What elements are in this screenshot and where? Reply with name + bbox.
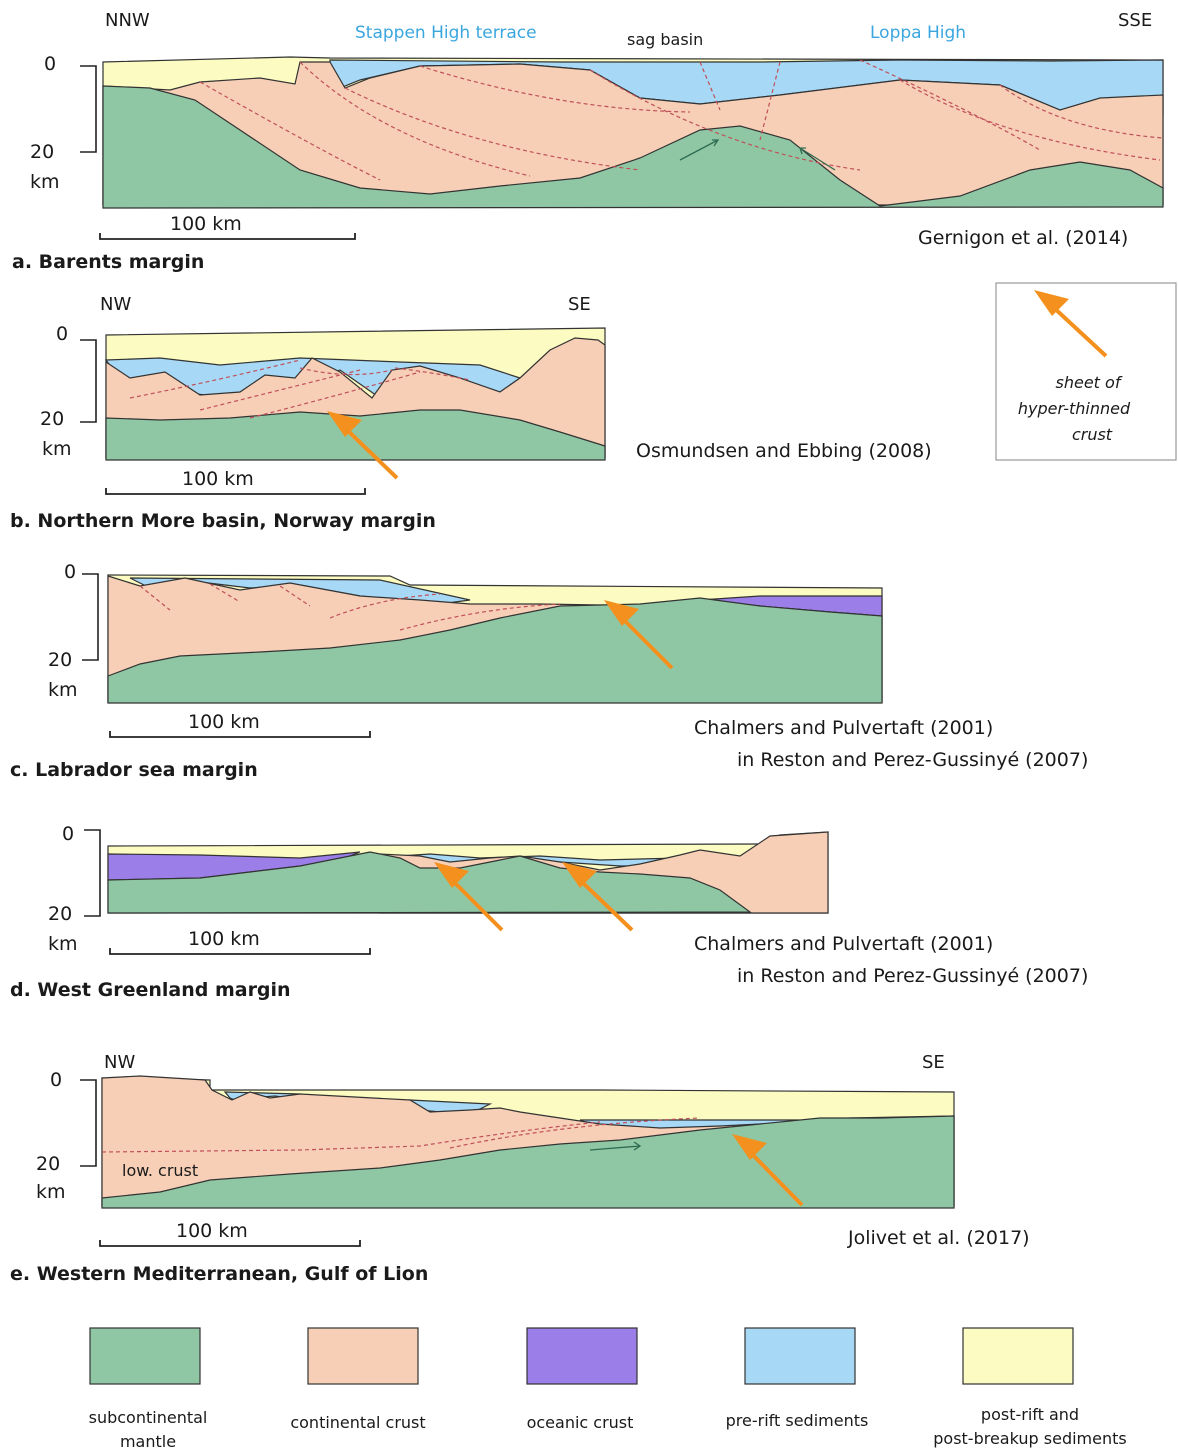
panel-c: 0 20 km 100 km Chalmers and Pulvertaft (… (10, 561, 1088, 781)
legend-label-oceanic-crust: oceanic crust (527, 1413, 634, 1432)
panel-b-title: b. Northern More basin, Norway margin (10, 510, 436, 532)
legend-swatch-mantle (89, 1327, 201, 1385)
panel-e-citation: Jolivet et al. (2017) (847, 1227, 1030, 1249)
panel-c-scale-label: 100 km (188, 711, 260, 733)
label-stappen-high-terrace: Stappen High terrace (355, 23, 537, 43)
panel-e-title: e. Western Mediterranean, Gulf of Lion (10, 1263, 428, 1285)
panel-c-depth-unit: km (48, 679, 78, 701)
panel-d-depth-unit: km (48, 933, 78, 955)
panel-e-scale-label: 100 km (176, 1220, 248, 1242)
panel-a-right-direction: SSE (1118, 10, 1152, 31)
legend-swatch-post-rift (962, 1327, 1074, 1385)
panel-b-right-direction: SE (568, 294, 591, 315)
legend-swatch-continental-crust (307, 1327, 419, 1385)
panel-c-depth-top: 0 (64, 561, 76, 583)
arrow-legend-line2: hyper-thinned (1018, 399, 1131, 418)
panel-d-depth-bottom: 20 (48, 903, 72, 925)
legend-label-post-rift-line1: post-rift and (981, 1405, 1079, 1424)
label-sag-basin: sag basin (627, 30, 703, 49)
panel-d-citation-line2: in Reston and Perez-Gussinyé (2007) (737, 965, 1088, 987)
arrow-legend-line3: crust (1072, 425, 1113, 444)
label-loppa-high: Loppa High (870, 23, 966, 43)
arrow-legend: sheet of hyper-thinned crust (995, 282, 1177, 461)
panel-a-citation: Gernigon et al. (2014) (918, 227, 1128, 249)
panel-a-scale-label: 100 km (170, 213, 242, 235)
panel-a: NNW SSE Stappen High terrace sag basin L… (12, 10, 1164, 273)
panel-b: NW SE 0 20 km 100 km Osmundsen and Ebbin… (10, 294, 932, 532)
legend-swatch-oceanic-crust (526, 1327, 638, 1385)
panel-e-depth-top: 0 (50, 1069, 62, 1091)
panel-b-depth-top: 0 (56, 323, 68, 345)
panel-c-mantle (107, 597, 883, 704)
panel-b-depth-bottom: 20 (40, 408, 64, 430)
orange-arrow-icon (1034, 290, 1069, 316)
legend-label-mantle-line1: subcontinental (89, 1408, 208, 1427)
panel-d-depth-top: 0 (62, 823, 74, 845)
label-lower-crust: low. crust (122, 1161, 198, 1180)
legend-label-mantle-line2: mantle (120, 1432, 176, 1451)
panel-e-right-direction: SE (922, 1052, 945, 1073)
legend-label-pre-rift: pre-rift sediments (726, 1411, 869, 1430)
panel-c-title: c. Labrador sea margin (10, 759, 258, 781)
panel-d-mantle (107, 851, 752, 914)
panel-a-mantle (102, 85, 1164, 209)
legend-label-post-rift-line2: post-breakup sediments (933, 1429, 1126, 1448)
panel-c-depth-bottom: 20 (48, 649, 72, 671)
panel-d-title: d. West Greenland margin (10, 979, 291, 1001)
panel-d-scale-label: 100 km (188, 928, 260, 950)
panel-a-depth-top: 0 (44, 53, 56, 75)
panel-b-mantle (105, 409, 606, 461)
panel-c-citation-line1: Chalmers and Pulvertaft (2001) (694, 717, 993, 739)
panel-b-left-direction: NW (100, 294, 131, 315)
color-legend: subcontinental mantle continental crust … (89, 1327, 1127, 1451)
panel-c-citation-line2: in Reston and Perez-Gussinyé (2007) (737, 749, 1088, 771)
panel-e-left-direction: NW (104, 1052, 135, 1073)
panel-e-depth-bottom: 20 (36, 1153, 60, 1175)
panel-b-scale-label: 100 km (182, 468, 254, 490)
panel-d: 0 20 km 100 km Chalmers and Pulvertaft (… (10, 823, 1088, 1001)
legend-swatch-pre-rift (744, 1327, 856, 1385)
legend-label-continental-crust: continental crust (290, 1413, 425, 1432)
panel-a-title: a. Barents margin (12, 251, 204, 273)
arrow-legend-box (995, 282, 1177, 461)
panel-a-depth-bottom: 20 (30, 141, 54, 163)
panel-d-citation-line1: Chalmers and Pulvertaft (2001) (694, 933, 993, 955)
panel-e-depth-unit: km (36, 1181, 66, 1203)
panel-a-left-direction: NNW (105, 10, 150, 31)
arrow-legend-line1: sheet of (1056, 373, 1123, 392)
panel-a-depth-unit: km (30, 171, 60, 193)
panel-b-citation: Osmundsen and Ebbing (2008) (636, 440, 932, 462)
panel-e: NW SE low. crust 0 20 km 100 km Jolivet … (10, 1052, 1030, 1285)
panel-b-depth-unit: km (42, 438, 72, 460)
